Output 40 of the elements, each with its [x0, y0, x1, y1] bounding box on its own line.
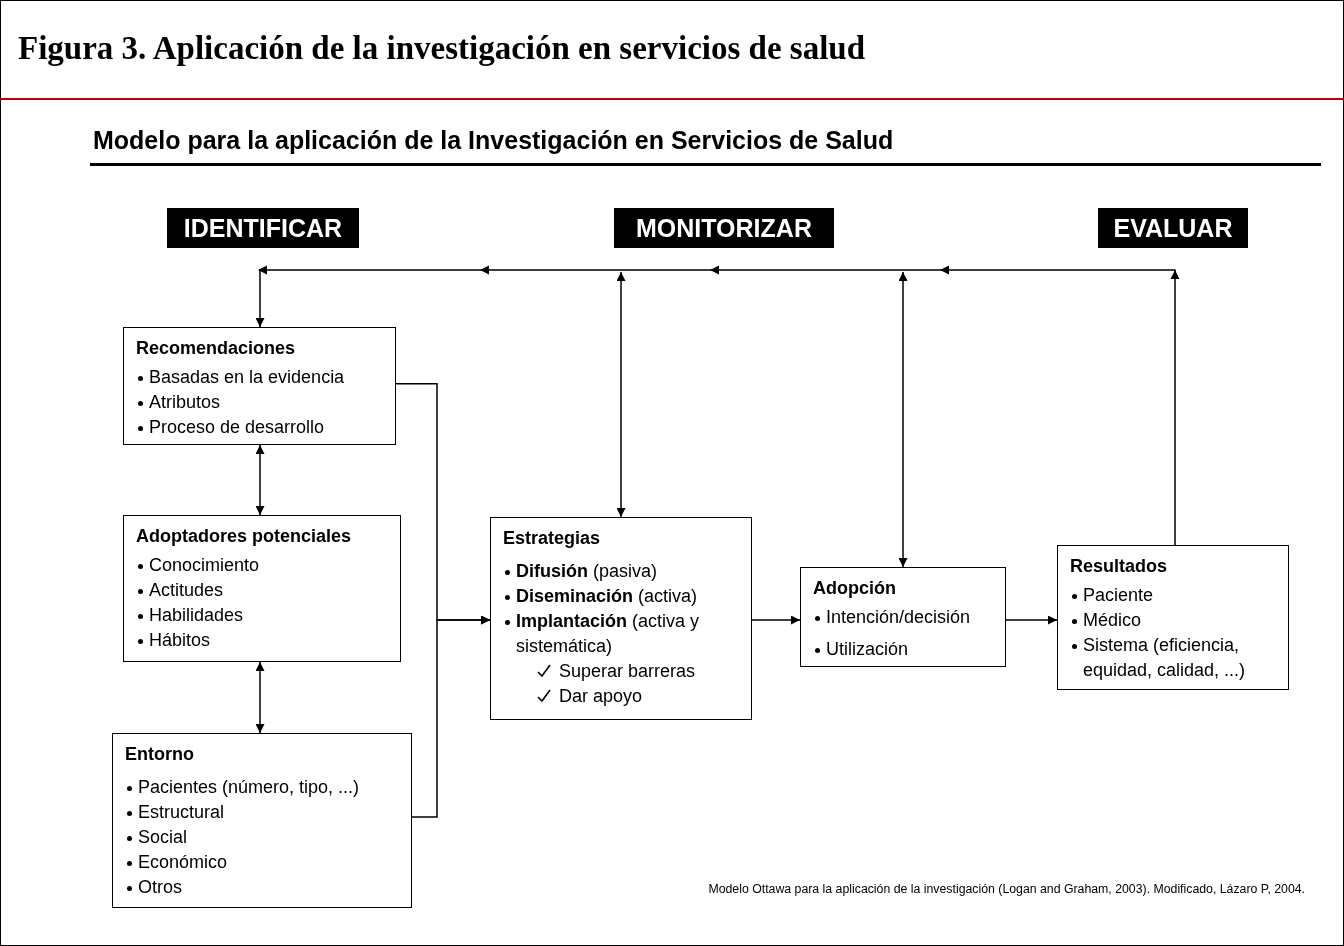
box-heading: Adopción — [813, 577, 897, 600]
subtitle: Modelo para la aplicación de la Investigación en Servicios de Salud — [93, 126, 894, 155]
list-item: Paciente — [1083, 584, 1154, 607]
list-item: Difusión (pasiva) — [516, 560, 658, 583]
stage-label: MONITORIZAR — [614, 208, 834, 248]
list-item: Atributos — [149, 391, 221, 414]
concept-box — [112, 733, 412, 908]
list-item: Basadas en la evidencia — [149, 366, 345, 389]
list-item: Actitudes — [149, 579, 224, 602]
list-item: Social — [138, 826, 188, 849]
list-item: Pacientes (número, tipo, ...) — [138, 776, 360, 799]
box-heading: Resultados — [1070, 555, 1169, 578]
list-item: Hábitos — [149, 629, 211, 652]
list-item: Utilización — [826, 638, 909, 661]
list-item: Económico — [138, 851, 228, 874]
box-heading: Recomendaciones — [136, 337, 297, 360]
list-item: Médico — [1083, 609, 1142, 632]
list-item: Dar apoyo — [559, 685, 643, 708]
list-item: Otros — [138, 876, 182, 899]
figure-title: Figura 3. Aplicación de la investigación en servicios de salud — [18, 30, 866, 67]
concept-box — [800, 567, 1006, 667]
list-item: Sistema (eficiencia, equidad, calidad, ...) — [1083, 634, 1247, 682]
list-item: Diseminación (activa) — [516, 585, 698, 608]
stage-label: EVALUAR — [1098, 208, 1248, 248]
concept-box — [490, 517, 752, 720]
list-item: Estructural — [138, 801, 225, 824]
list-item: Implantación (activa y sistemática) — [516, 610, 701, 658]
list-item: Superar barreras — [559, 660, 696, 683]
stage-label: IDENTIFICAR — [167, 208, 359, 248]
source-note: Modelo Ottawa para la aplicación de la investigación (Logan and Graham, 2003). Modificado, Lázaro P, 2004. — [707, 882, 1305, 896]
list-item: Proceso de desarrollo — [149, 416, 325, 439]
concept-box — [123, 327, 396, 445]
list-item: Intención/decisión — [826, 606, 971, 629]
list-item: Habilidades — [149, 604, 244, 627]
box-heading: Estrategias — [503, 527, 602, 550]
box-heading: Entorno — [125, 743, 195, 766]
concept-box — [123, 515, 401, 662]
list-item: Conocimiento — [149, 554, 260, 577]
box-heading: Adoptadores potenciales — [136, 525, 353, 548]
concept-box — [1057, 545, 1289, 690]
